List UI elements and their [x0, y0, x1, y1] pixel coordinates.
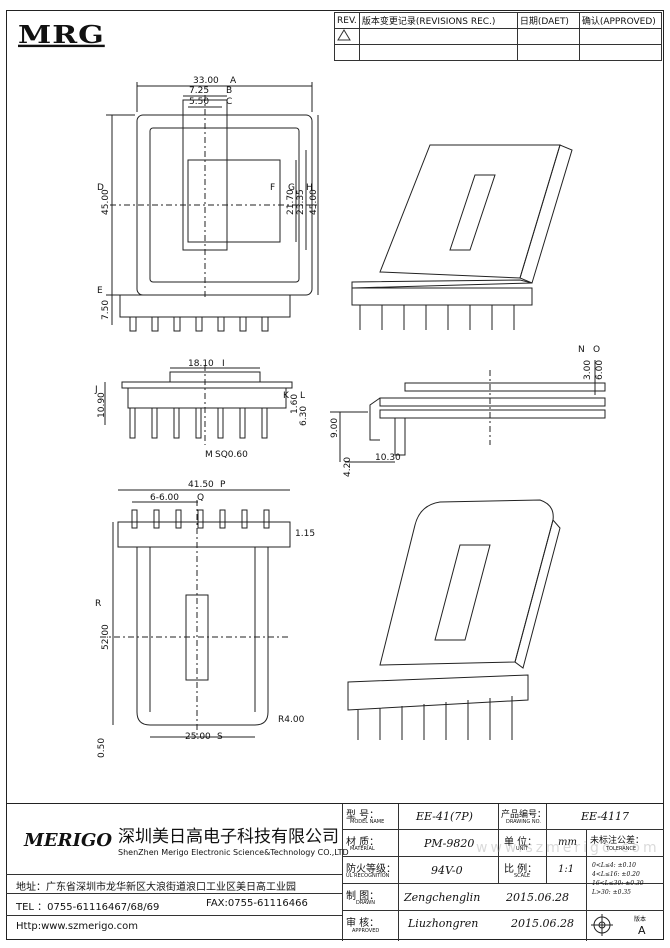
dim-p: 41.50: [188, 480, 214, 490]
dim-900: 9.00: [330, 418, 340, 438]
drawing-no-label-en: DRAWING NO.: [506, 819, 541, 825]
dim-f: 21.70: [286, 189, 296, 215]
drawing-sheet: [6, 10, 664, 940]
side-view-pins: [129, 407, 268, 439]
fire-label: 防火等级：: [346, 864, 396, 875]
company-name-en: ShenZhen Merigo Electronic Science&Techn…: [118, 848, 349, 857]
company-website: Http:www.szmerigo.com: [16, 921, 138, 932]
dim-k: 1.60: [290, 394, 300, 414]
dim-o: 6.00: [595, 360, 605, 380]
approved-date: 2015.06.28: [511, 917, 574, 930]
dim-b: 7.25: [189, 86, 209, 96]
tag-l: L: [300, 391, 305, 401]
tag-j: J: [94, 385, 98, 395]
scale-label: 比 例：: [504, 864, 538, 875]
approved-label: 审 核：: [346, 918, 380, 929]
tag-d: D: [97, 183, 104, 193]
dim-115: 1.15: [295, 529, 315, 539]
dim-m: SQ0.60: [215, 450, 248, 460]
scale-label-en: SCALE: [514, 873, 531, 879]
tag-e: E: [97, 286, 103, 296]
scale-value: 1:1: [558, 864, 575, 875]
dim-d: 45.00: [101, 189, 111, 215]
dim-i: 18.10: [188, 359, 214, 369]
merigo-logo: MERIGO: [24, 830, 113, 851]
dim-r: 52.00: [101, 624, 111, 650]
tag-b: B: [226, 86, 232, 96]
tag-g: G: [288, 183, 295, 193]
dim-1030: 10.30: [375, 453, 401, 463]
tolerance-line-4: L>30: ±0.35: [592, 889, 631, 896]
title-block: MERIGO 深圳美日高电子科技有限公司 ShenZhen Merigo Ele…: [6, 803, 664, 941]
model-label-en: MODEL NAME: [350, 819, 385, 825]
drawing-no-label: 产品编号：: [501, 810, 547, 820]
projection-symbol-icon: [591, 914, 613, 936]
dim-g: 23.35: [296, 189, 306, 215]
fire-value: 94V-0: [431, 864, 463, 877]
approved-label-en: APPROVED: [352, 928, 380, 934]
material-label-en: MATERIAL: [350, 846, 375, 852]
dim-r4: R4.00: [278, 715, 305, 725]
tag-p: P: [220, 480, 226, 490]
tag-a: A: [230, 76, 237, 86]
version-value: A: [638, 924, 646, 937]
drawn-label-en: DRAWN: [356, 900, 375, 906]
dim-s: 25.00: [185, 732, 211, 742]
tag-f: F: [270, 183, 275, 193]
technical-drawing: 33.00 A 7.25 B 5.50 C D 45.00 E 7.50 21.…: [94, 76, 606, 758]
tag-m: M: [205, 450, 213, 460]
bottom-view-pins: [131, 509, 270, 529]
tag-q: Q: [197, 493, 204, 503]
dim-h: 45.00: [309, 189, 319, 215]
isometric-view-top: [351, 144, 573, 330]
tag-n: N: [578, 345, 585, 355]
dim-e: 7.50: [101, 300, 111, 320]
dim-050: 0.50: [97, 738, 107, 758]
tolerance-line-2: 4<L≤16: ±0.20: [592, 871, 640, 878]
version-label: 版本: [634, 916, 647, 923]
tolerance-label: 未标注公差：: [590, 836, 645, 846]
dim-c: 5.50: [189, 97, 209, 107]
company-address: 地址：广东省深圳市龙华新区大浪街道浪口工业区美日高工业园: [16, 882, 296, 893]
company-name-cn: 深圳美日高电子科技有限公司: [118, 827, 339, 847]
dim-q: 6-6.00: [150, 493, 179, 503]
watermark: www.szmerigo.com: [476, 840, 660, 856]
isometric-view-bottom: [347, 499, 561, 740]
dim-n: 3.00: [583, 360, 593, 380]
tag-r: R: [95, 599, 101, 609]
drawn-label: 制 图：: [346, 891, 380, 902]
tag-i: I: [222, 359, 225, 369]
tag-h: H: [306, 183, 313, 193]
approved-value: Liuzhongren: [408, 917, 479, 930]
model-label: 型 号：: [346, 810, 380, 821]
model-value: EE-41(7P): [416, 810, 473, 823]
unit-label-en: UNIT: [516, 846, 528, 852]
company-fax: FAX:0755-61116466: [206, 898, 308, 909]
dim-l: 6.30: [299, 406, 309, 426]
dim-420: 4.20: [343, 457, 353, 477]
tag-c: C: [226, 97, 232, 107]
top-view-pins: [129, 316, 269, 332]
drawn-date: 2015.06.28: [506, 891, 569, 904]
tag-k: K: [283, 391, 290, 401]
company-tel: TEL ：0755-61116467/68/69: [16, 902, 160, 913]
tag-s: S: [217, 732, 223, 742]
tag-o: O: [593, 345, 600, 355]
material-value: PM-9820: [424, 837, 475, 850]
material-label: 材 质：: [346, 837, 380, 848]
unit-label: 单 位：: [504, 837, 538, 848]
mrg-logo: MRG: [18, 21, 105, 50]
unit-value: mm: [558, 837, 577, 848]
fire-label-en: UL RECOGNITION: [346, 873, 390, 879]
tolerance-line-1: 0<L≤4: ±0.10: [592, 862, 636, 869]
tolerance-label-en: TOLERANCE: [606, 846, 637, 852]
revision-table: REV. 版本变更记录(REVISIONS REC.) 日期(DAET) 确认(…: [334, 12, 663, 61]
dim-a: 33.00: [193, 76, 219, 86]
drawing-no-value: EE-4117: [581, 810, 629, 823]
tolerance-line-3: 16<L≤30: ±0.30: [592, 880, 644, 887]
drawn-value: Zengchenglin: [404, 891, 481, 904]
dim-j: 10.90: [97, 392, 107, 418]
